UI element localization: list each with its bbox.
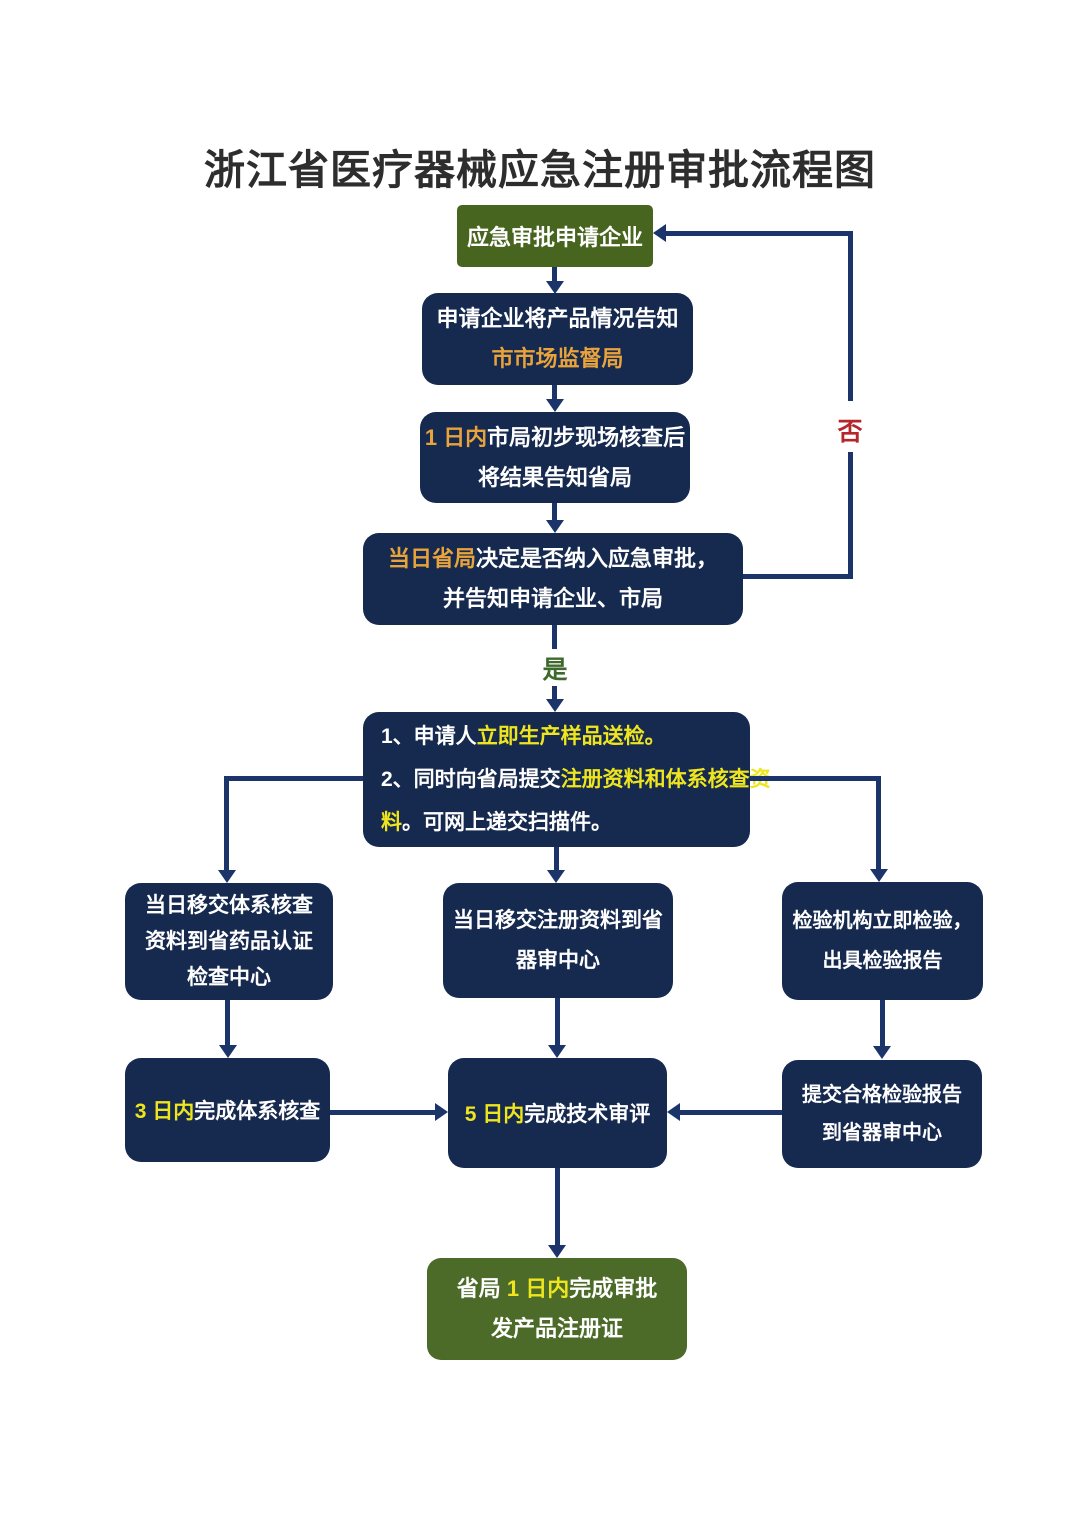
tech-review-done-text: 5 日内完成技术审评 xyxy=(465,1098,651,1128)
page-title: 浙江省医疗器械应急注册审批流程图 xyxy=(204,147,876,193)
system-check-done-rest: 完成体系核查 xyxy=(194,1100,321,1123)
province-decide-line1-rest: 决定是否纳入应急审批， xyxy=(476,546,719,571)
node-end-approval: 省局 1 日内完成审批 发产品注册证 xyxy=(427,1258,687,1360)
node-city-check: 1 日内市局初步现场核查后 将结果告知省局 xyxy=(420,412,690,503)
connector-notify-citycheck xyxy=(552,385,557,400)
arrowhead-submit-left xyxy=(218,870,236,883)
arrowhead-right-to-middle xyxy=(667,1103,680,1121)
submit-item1-pre: 1、申请人 xyxy=(381,725,477,748)
node-start-applicant: 应急审批申请企业 xyxy=(457,205,653,267)
arrowhead-review-end xyxy=(548,1245,566,1258)
province-decide-line1-highlight: 当日省局 xyxy=(387,546,476,571)
arrowhead-start-notify xyxy=(546,281,564,294)
connector-review-end xyxy=(555,1168,560,1246)
node-submit-materials: 1、申请人立即生产样品送检。 2、同时向省局提交注册资料和体系核查资 料。可网上… xyxy=(363,712,771,847)
submit-item3-rest: 。可网上递交扫描件。 xyxy=(402,811,612,834)
arrowhead-no-start xyxy=(653,224,666,242)
end-line1-pre: 省局 xyxy=(456,1276,507,1301)
notify-city-line1: 申请企业将产品情况告知 xyxy=(436,306,679,331)
arrowhead-left-to-middle xyxy=(435,1103,448,1121)
transfer-registration-line2: 器审中心 xyxy=(516,948,600,972)
end-line1: 省局 1 日内完成审批 xyxy=(457,1269,658,1309)
system-check-done-highlight: 3 日内 xyxy=(134,1100,195,1123)
connector-no-vertical-lower xyxy=(848,452,853,579)
connector-citycheck-decide xyxy=(552,503,557,521)
connector-submit-left-horizontal xyxy=(224,776,363,781)
node-tech-review-done: 5 日内完成技术审评 xyxy=(448,1058,667,1168)
submit-item1-highlight: 立即生产样品送检。 xyxy=(476,725,666,748)
node-submit-report: 提交合格检验报告 到省器审中心 xyxy=(782,1060,982,1168)
arrowhead-notify-citycheck xyxy=(546,399,564,412)
arrowhead-left-down xyxy=(219,1045,237,1058)
system-check-done-text: 3 日内完成体系核查 xyxy=(135,1095,321,1125)
tech-review-done-highlight: 5 日内 xyxy=(464,1103,525,1126)
submit-item3-highlight: 料 xyxy=(381,811,402,834)
inspection-line2: 出具检验报告 xyxy=(822,950,943,972)
connector-no-vertical-upper xyxy=(848,233,853,401)
arrowhead-middle-down xyxy=(548,1045,566,1058)
node-transfer-system: 当日移交体系核查 资料到省药品认证 检查中心 xyxy=(125,883,333,1000)
connector-middle-down xyxy=(555,998,560,1046)
city-check-line1: 1 日内市局初步现场核查后 xyxy=(425,418,685,458)
connector-left-to-middle xyxy=(330,1110,436,1115)
city-check-line2: 将结果告知省局 xyxy=(477,464,632,490)
submit-report-line2: 到省器审中心 xyxy=(822,1122,942,1144)
node-start-text: 应急审批申请企业 xyxy=(466,225,643,250)
end-line1-post: 完成审批 xyxy=(569,1276,658,1301)
connector-submit-right-vertical xyxy=(876,776,881,869)
submit-item2: 2、同时向省局提交注册资料和体系核查资 xyxy=(381,758,771,801)
province-decide-line2: 并告知申请企业、市局 xyxy=(442,586,663,611)
arrowhead-submit-right xyxy=(870,869,888,882)
connector-submit-right-horizontal xyxy=(750,776,881,781)
node-inspection: 检验机构立即检验， 出具检验报告 xyxy=(782,882,983,1000)
submit-report-line1: 提交合格检验报告 xyxy=(802,1084,962,1106)
connector-no-bottom-horizontal xyxy=(743,574,853,579)
label-yes: 是 xyxy=(535,650,575,686)
tech-review-done-rest: 完成技术审评 xyxy=(524,1103,651,1126)
connector-submit-left-vertical xyxy=(224,776,229,870)
connector-decide-yes-upper xyxy=(552,625,557,649)
transfer-registration-line1: 当日移交注册资料到省 xyxy=(453,908,663,932)
node-province-decide: 当日省局决定是否纳入应急审批， 并告知申请企业、市局 xyxy=(363,533,743,625)
node-system-check-done: 3 日内完成体系核查 xyxy=(125,1058,330,1162)
notify-city-line2: 市市场监督局 xyxy=(491,346,624,371)
submit-item2-highlight: 注册资料和体系核查资 xyxy=(560,768,771,791)
connector-right-down xyxy=(880,1000,885,1046)
connector-no-top-horizontal xyxy=(666,231,853,236)
province-decide-line1: 当日省局决定是否纳入应急审批， xyxy=(388,539,718,579)
submit-item1: 1、申请人立即生产样品送检。 xyxy=(381,715,666,758)
node-transfer-registration: 当日移交注册资料到省 器审中心 xyxy=(443,883,673,998)
city-check-line1-rest: 市局初步现场核查后 xyxy=(487,424,686,450)
connector-right-to-middle xyxy=(679,1110,782,1115)
node-notify-city: 申请企业将产品情况告知 市市场监督局 xyxy=(422,293,693,385)
label-no: 否 xyxy=(830,412,870,448)
arrowhead-citycheck-decide xyxy=(546,520,564,533)
connector-start-notify xyxy=(552,267,557,282)
end-line1-highlight: 1 日内 xyxy=(506,1276,570,1301)
connector-left-down xyxy=(225,1000,230,1046)
city-check-line1-highlight: 1 日内 xyxy=(424,424,488,450)
arrowhead-right-down xyxy=(873,1046,891,1059)
arrowhead-yes-submit xyxy=(546,699,564,712)
end-line2: 发产品注册证 xyxy=(490,1316,623,1341)
transfer-system-line2: 资料到省药品认证 xyxy=(145,929,313,953)
inspection-line1: 检验机构立即检验， xyxy=(792,910,973,932)
connector-submit-middle-vertical xyxy=(554,847,559,870)
connector-decide-yes-lower xyxy=(552,686,557,700)
transfer-system-line3: 检查中心 xyxy=(187,965,271,989)
submit-item3: 料。可网上递交扫描件。 xyxy=(381,801,612,844)
transfer-system-line1: 当日移交体系核查 xyxy=(145,893,313,917)
submit-item2-pre: 2、同时向省局提交 xyxy=(381,768,561,791)
arrowhead-submit-middle xyxy=(547,870,565,883)
